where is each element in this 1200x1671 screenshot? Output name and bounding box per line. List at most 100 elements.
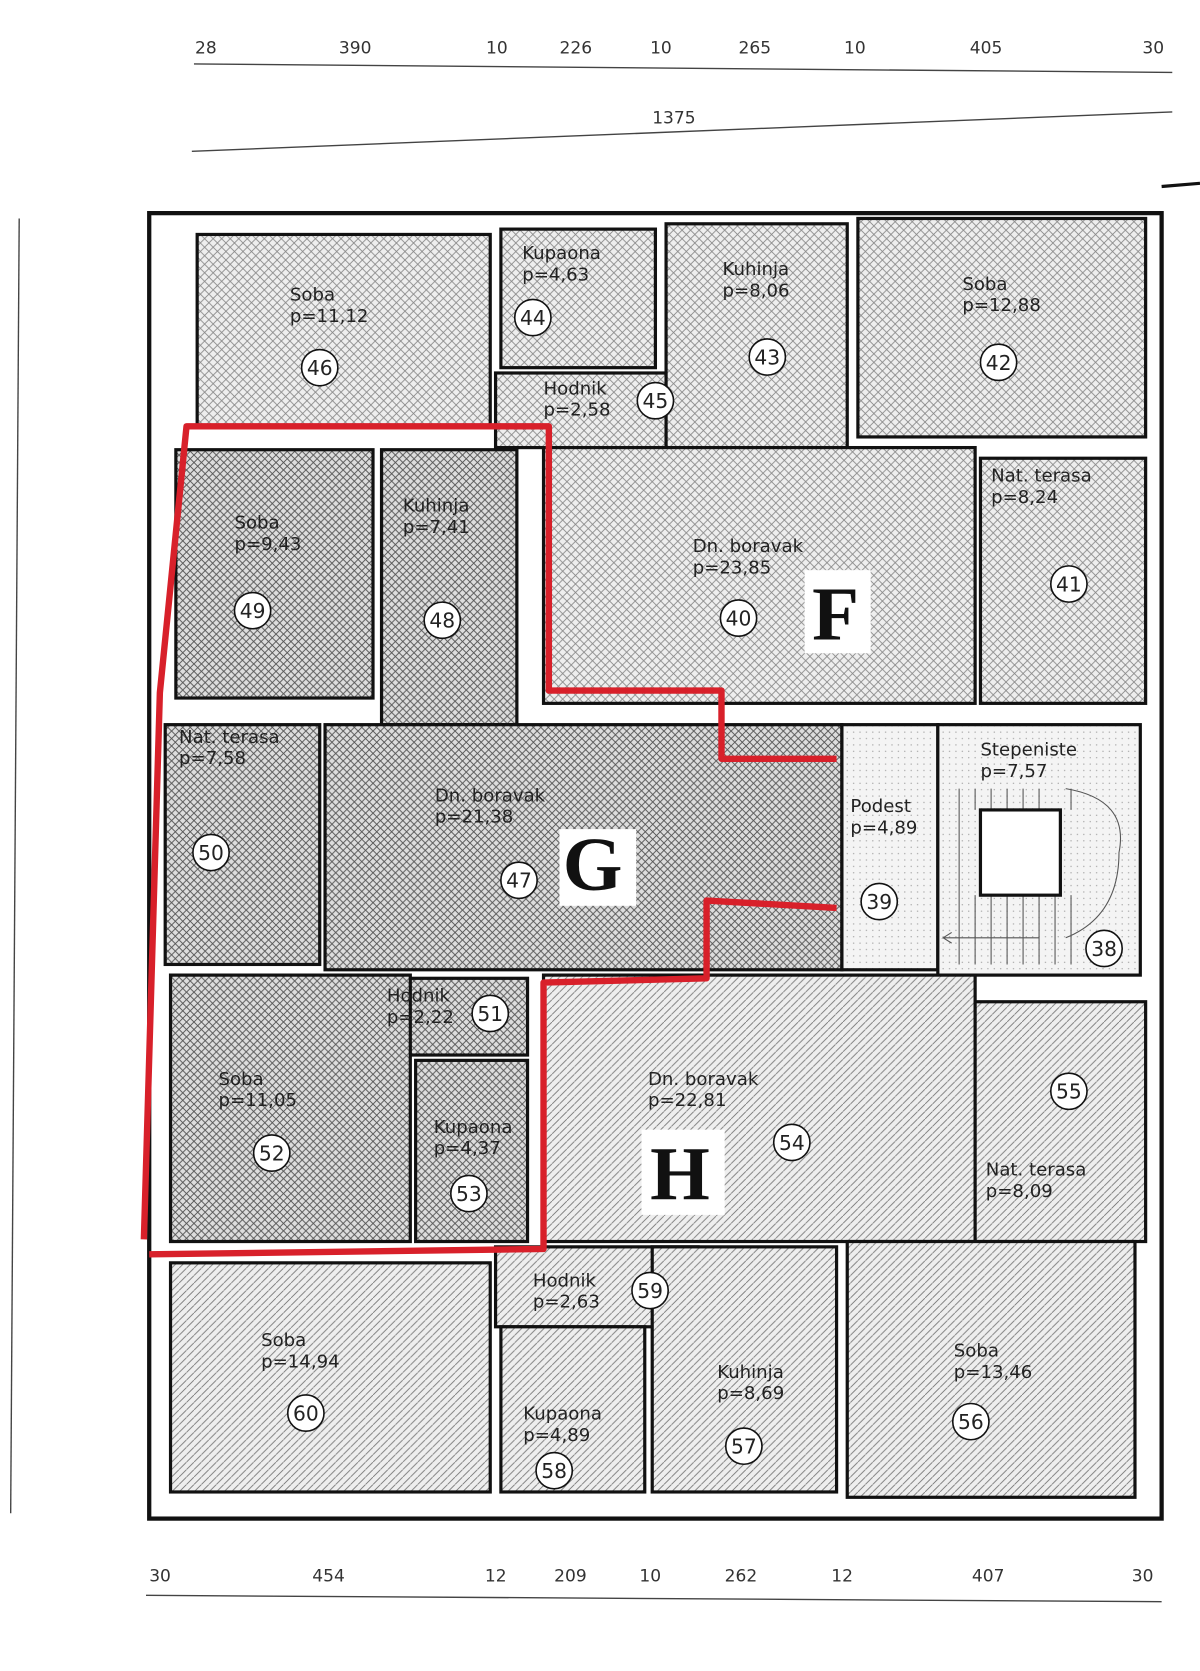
room-44 — [499, 227, 658, 370]
room-number: 39 — [866, 890, 892, 914]
apartment-letter-g: G — [563, 822, 623, 907]
room-name: Nat. terasa — [991, 466, 1092, 487]
room-name: Dn. boravak — [435, 785, 546, 806]
room-area: p=21,38 — [435, 807, 514, 828]
dimension-top-label: 10 — [844, 38, 866, 58]
room-number-circle — [471, 994, 510, 1033]
room-number-circle — [724, 1427, 763, 1466]
room-area: p=14,94 — [261, 1351, 340, 1372]
room-number: 60 — [293, 1402, 319, 1426]
room-number: 43 — [754, 345, 780, 369]
dimension-bottom-label: 209 — [554, 1566, 587, 1586]
room-name: Soba — [962, 274, 1007, 295]
room-number: 44 — [520, 306, 546, 330]
room-name: Hodnik — [533, 1270, 597, 1291]
dimension-bottom-label: 407 — [972, 1566, 1005, 1586]
room-number: 45 — [643, 389, 669, 413]
dimension-overall-label: 1375 — [652, 109, 695, 129]
room-area: p=4,63 — [522, 264, 589, 285]
room-number-circle — [192, 833, 230, 872]
room-49 — [174, 448, 375, 700]
room-name: Kuhinja — [717, 1362, 784, 1383]
room-number-circle — [252, 1134, 291, 1172]
room-number: 48 — [429, 609, 455, 633]
room-number-circle — [1085, 929, 1123, 968]
room-area: p=7,57 — [980, 761, 1047, 782]
dimension-bottom-label: 30 — [1132, 1566, 1154, 1586]
room-number: 57 — [731, 1435, 757, 1459]
room-52 — [168, 973, 412, 1244]
room-area: p=4,89 — [850, 817, 917, 838]
room-name: Hodnik — [544, 378, 608, 399]
dimension-top-label: 28 — [195, 38, 217, 58]
room-number-circle — [860, 882, 899, 921]
room-48 — [379, 448, 519, 727]
room-43 — [664, 222, 849, 450]
room-number: 49 — [240, 599, 266, 623]
room-area: p=2,22 — [387, 1007, 454, 1028]
room-number-circle — [951, 1402, 990, 1441]
room-40 — [541, 445, 977, 705]
room-area: p=4,37 — [434, 1138, 501, 1159]
room-number: 58 — [541, 1459, 567, 1483]
room-number-circle — [719, 599, 758, 638]
room-name: Soba — [261, 1330, 306, 1351]
room-number-circle — [748, 338, 787, 376]
room-number-circle — [631, 1271, 670, 1310]
room-number: 41 — [1056, 572, 1082, 596]
room-area: p=2,63 — [533, 1292, 600, 1313]
room-area: p=12,88 — [962, 295, 1041, 316]
room-55 — [973, 1000, 1148, 1244]
room-name: Soba — [290, 285, 335, 306]
dimension-top-label: 30 — [1142, 38, 1164, 58]
dimension-bottom-label: 30 — [149, 1566, 171, 1586]
room-60 — [168, 1261, 492, 1494]
room-number-circle — [450, 1174, 488, 1213]
room-name: Kupaona — [523, 1403, 602, 1424]
room-number: 40 — [726, 607, 752, 631]
dimension-lines — [9, 63, 1173, 1603]
room-number: 51 — [477, 1002, 503, 1026]
room-number: 42 — [986, 351, 1012, 375]
dimension-bottom-label: 10 — [639, 1566, 661, 1586]
room-number: 38 — [1091, 937, 1117, 961]
room-name: Dn. boravak — [648, 1069, 759, 1090]
room-area: p=2,58 — [544, 400, 611, 421]
room-number-circle — [535, 1451, 574, 1490]
room-name: Kupaona — [434, 1117, 513, 1138]
room-number-circle — [233, 591, 272, 630]
room-number: 59 — [637, 1279, 663, 1303]
room-number-circle — [513, 298, 552, 337]
room-number-circle — [1049, 1072, 1088, 1111]
apartment-g-outline — [140, 423, 837, 1258]
staircase-steps — [941, 788, 1121, 965]
room-area: p=7,58 — [179, 748, 246, 769]
room-name: Soba — [218, 1069, 263, 1090]
room-number-circle — [300, 348, 339, 387]
dimension-top-label: 10 — [486, 38, 508, 58]
room-number-circle — [772, 1123, 811, 1162]
apartment-letter-h: H — [650, 1131, 710, 1216]
room-area: p=8,09 — [986, 1181, 1053, 1202]
dimension-bottom-label: 12 — [831, 1566, 853, 1586]
room-area: p=8,06 — [723, 280, 790, 301]
apartment-letter-f: F — [812, 571, 859, 656]
room-39 — [840, 723, 940, 972]
room-number: 54 — [779, 1131, 805, 1155]
room-name: Podest — [850, 796, 911, 817]
room-name: Kuhinja — [723, 259, 790, 280]
